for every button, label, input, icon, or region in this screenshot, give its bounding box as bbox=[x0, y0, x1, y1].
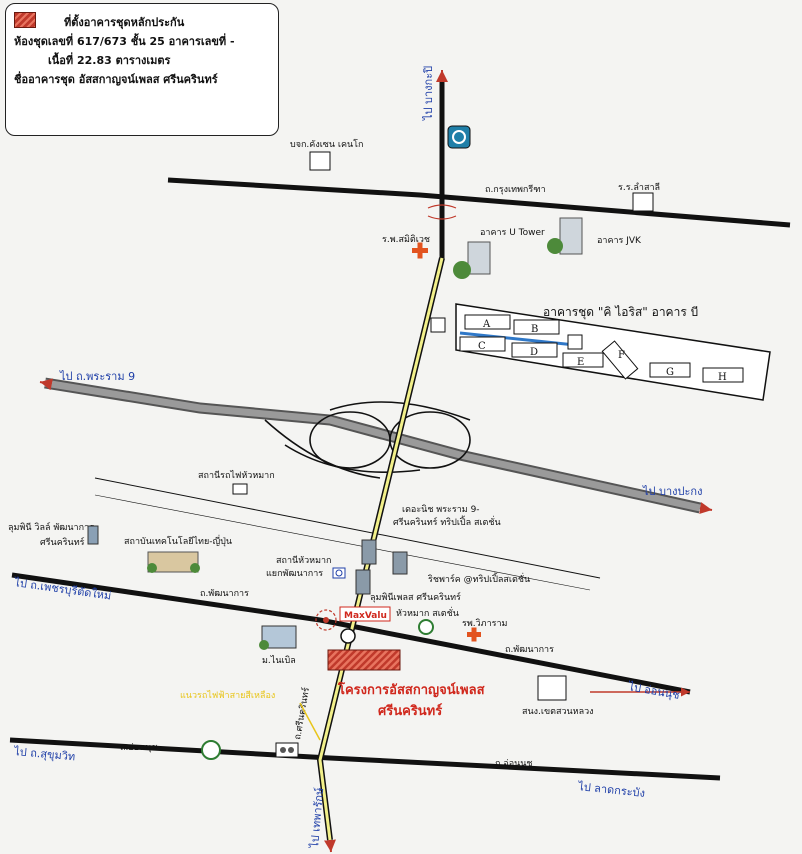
legend-area: เนื้อที่ 22.83 ตารางเมตร bbox=[48, 54, 171, 67]
bjk-box bbox=[309, 151, 331, 171]
hospital-icon-samitivej bbox=[412, 242, 428, 259]
building-icon-lumpini-place bbox=[355, 569, 371, 595]
label-u-tower: อาคาร U Tower bbox=[480, 228, 545, 238]
label-wiharam: รพ.วิภาราม bbox=[462, 618, 508, 629]
legend-box: ที่ตั้งอาคารชุดหลักประกัน ห้องชุดเลขที่ … bbox=[5, 3, 279, 136]
iris-block-d: D bbox=[530, 347, 538, 358]
label-project-1: โครงการอัสสกาญจน์เพลส bbox=[337, 681, 485, 698]
bridge-marker bbox=[427, 204, 457, 220]
label-district: สนง.เขตสวนหลวง bbox=[522, 707, 594, 717]
building-icon-niche bbox=[361, 539, 377, 565]
tesco-logo-on-nut bbox=[275, 742, 299, 758]
road-phatthanakan bbox=[11, 572, 691, 695]
legend-swatch bbox=[14, 12, 36, 28]
school-box bbox=[632, 192, 654, 212]
direction-lat-krabang: ไป ลาดกระบัง bbox=[577, 780, 646, 800]
direction-bang-pakong: ไป บางปะกง bbox=[642, 485, 702, 498]
label-lumpini-villa-1: ลุมพินี วิลล์ พัฒนาการ- bbox=[8, 521, 97, 533]
maxvalu-label: MaxValu bbox=[344, 611, 387, 621]
label-tni: สถาบันเทคโนโลยีไทย-ญี่ปุ่น bbox=[124, 534, 232, 547]
direction-thepharak: ไป เทพารักษ์ bbox=[308, 787, 326, 849]
label-phatthanakan-east: ถ.พัฒนาการ bbox=[505, 645, 554, 655]
iris-block-g: G bbox=[666, 367, 674, 378]
direction-sukhumvit: ไป ถ.สุขุมวิท bbox=[13, 745, 76, 763]
project-location bbox=[327, 649, 401, 671]
legend-unit: ห้องชุดเลขที่ 617/673 ชั้น 25 อาคารเลขที… bbox=[14, 35, 235, 48]
label-niche-1: เดอะนิช พระราม 9- bbox=[402, 504, 480, 515]
direction-rama9: ไป ถ.พระราม 9 bbox=[59, 370, 135, 383]
label-phatthanakan-west: ถ.พัฒนาการ bbox=[200, 589, 249, 599]
label-iris: อาคารชุด "คิ ไอริส" อาคาร บี bbox=[543, 305, 698, 320]
maxvalu-logo: MaxValu bbox=[339, 606, 391, 622]
iris-block-h: H bbox=[718, 372, 727, 383]
interchange bbox=[264, 401, 471, 479]
building-icon-lumpini-ville bbox=[87, 525, 99, 545]
label-rich-park: ริชพาร์ค @ทริปเปิ้ลสเตชั่น bbox=[428, 572, 530, 585]
label-samitivej: ร.พ.สมิติเวช bbox=[382, 234, 430, 245]
legend-title: ที่ตั้งอาคารชุดหลักประกัน bbox=[64, 16, 185, 29]
iris-block-a: A bbox=[482, 319, 491, 330]
building-icon-u-tower bbox=[453, 241, 491, 279]
label-hua-mak-station: สถานีหัวหมาก bbox=[276, 555, 332, 566]
kasikorn-logo-on-nut bbox=[201, 740, 221, 760]
label-jvk: อาคาร JVK bbox=[597, 236, 642, 246]
kasikorn-logo-north bbox=[447, 125, 471, 149]
label-m-nabel: ม.ไนเบิล bbox=[262, 655, 296, 666]
building-icon-m-nabel bbox=[259, 625, 297, 650]
legend-title-row: ที่ตั้งอาคารชุดหลักประกัน bbox=[14, 12, 272, 32]
label-school: ร.ร.ลำสาลี bbox=[618, 182, 660, 193]
road-on-nut bbox=[9, 737, 721, 781]
iris-block-f: F bbox=[618, 350, 625, 361]
label-project-2: ศรีนครินทร์ bbox=[378, 703, 442, 719]
iris-block-b: B bbox=[531, 324, 538, 335]
building-icon-rich-park bbox=[392, 551, 408, 575]
railway-line bbox=[94, 477, 601, 579]
direction-bang-kapi: ไป บางกะปิ bbox=[422, 66, 435, 121]
road-krungthep-kreetha bbox=[167, 177, 791, 228]
road-srinakarin bbox=[316, 257, 445, 841]
label-phatthanakan-junction: แยกพัฒนาการ bbox=[266, 569, 323, 579]
building-icon-tni bbox=[147, 551, 200, 573]
iris-blocks bbox=[459, 314, 744, 383]
label-lumpini-place: ลุมพินีเพลส ศรีนครินทร์ bbox=[370, 591, 461, 603]
rail-station-box bbox=[232, 483, 248, 495]
label-hua-mak-rail: สถานีรถไฟหัวหมาก bbox=[198, 470, 275, 481]
iris-block-c: C bbox=[478, 341, 486, 352]
bank-logo-junction bbox=[340, 628, 356, 644]
expressway-inner bbox=[44, 379, 701, 512]
small-box-iris bbox=[430, 317, 446, 333]
label-krungthep-kreetha: ถ.กรุงเทพกรีฑา bbox=[485, 184, 546, 195]
hospital-icon-wiharam bbox=[467, 627, 481, 642]
kasikorn-logo-junction bbox=[418, 619, 434, 635]
label-hua-mak-station-2: หัวหมาก สเตชั่น bbox=[396, 606, 459, 619]
label-lumpini-villa-2: ศรีนครินทร์ bbox=[40, 536, 85, 548]
srt-logo-icon bbox=[332, 567, 346, 579]
label-bjk: บจก.คังเซน เคนโก bbox=[290, 139, 363, 150]
skytrain-line bbox=[318, 257, 444, 841]
junction-marker bbox=[315, 609, 337, 631]
label-skytrain: แนวรถไฟฟ้าสายสีเหลือง bbox=[180, 690, 275, 701]
label-on-nut-west: ถ.อ่อนนุช bbox=[120, 743, 158, 753]
legend-building-name: ชื่ออาคารชุด อัสสกาญจน์เพลส ศรีนครินทร์ bbox=[14, 73, 218, 86]
building-icon-jvk bbox=[547, 217, 583, 255]
skytrain-pointer bbox=[299, 702, 321, 741]
railway-line-2 bbox=[94, 494, 591, 591]
label-srinakarin: ถ.ศรีนครินทร์ bbox=[291, 686, 312, 740]
label-niche-2: ศรีนครินทร์ ทริปเปิ้ล สเตชั่น bbox=[393, 515, 501, 528]
label-on-nut-east: ถ.อ่อนนุช bbox=[495, 759, 533, 769]
iris-block-e: E bbox=[577, 357, 584, 368]
district-office-box bbox=[537, 675, 567, 701]
